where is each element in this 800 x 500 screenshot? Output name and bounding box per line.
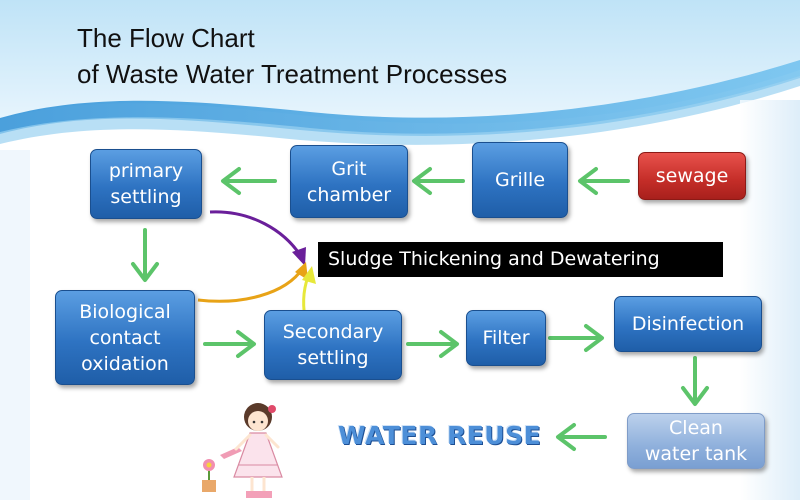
title-line-2: of Waste Water Treatment Processes — [77, 59, 508, 89]
arrow-grille-to-grit — [412, 167, 465, 195]
arrow-secondary-to-filter — [406, 330, 459, 358]
grille-box: Grille — [472, 142, 568, 218]
title-line-1: The Flow Chart — [77, 23, 255, 53]
primary-settling-box: primary settling — [90, 149, 202, 219]
arrow-biological-to-secondary — [203, 330, 256, 358]
biological-contact-oxidation-box: Biological contact oxidation — [55, 290, 195, 385]
clean-water-tank-box: Clean water tank — [627, 413, 765, 469]
secondary-settling-box: Secondary settling — [264, 310, 402, 380]
water-reuse-label: WATER REUSE — [338, 421, 542, 450]
arrow-disinfection-to-tank — [681, 356, 709, 406]
arrow-grit-to-primary — [221, 167, 277, 195]
arrow-primary-to-sludge — [209, 210, 306, 266]
grit-chamber-box: Grit chamber — [290, 145, 408, 218]
arrow-biological-to-sludge — [197, 262, 308, 303]
sewage-box: sewage — [638, 152, 746, 200]
disinfection-box: Disinfection — [614, 296, 762, 352]
filter-box: Filter — [466, 310, 546, 366]
page-title: The Flow Chart of Waste Water Treatment … — [77, 20, 507, 92]
arrow-filter-to-disinfection — [548, 324, 604, 352]
girl-watering-flower-illustration — [202, 403, 283, 498]
arrow-sewage-to-grille — [578, 167, 630, 195]
arrow-tank-to-reuse — [556, 423, 607, 451]
sludge-thickening-label: Sludge Thickening and Dewatering — [318, 242, 723, 277]
arrow-primary-to-biological — [131, 228, 159, 282]
